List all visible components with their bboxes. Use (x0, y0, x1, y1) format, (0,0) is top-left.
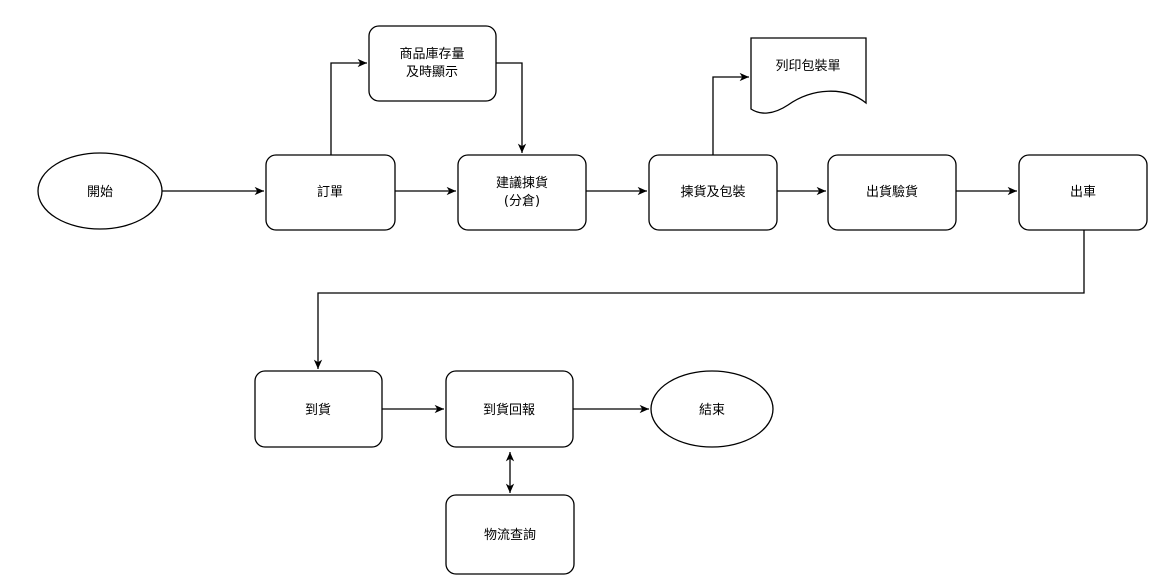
inspect-box (827, 154, 957, 231)
ship-label: 出車 (1070, 185, 1096, 200)
suggest-pick-label-line2: (分倉) (504, 194, 540, 209)
edge-pick-print (712, 72, 749, 155)
order-label: 訂單 (317, 184, 343, 200)
pick-pack-box (648, 154, 778, 231)
start-label: 開始 (87, 185, 113, 200)
report-box (445, 370, 574, 448)
tracking-box (445, 494, 575, 575)
edge-order-inventory (330, 58, 367, 155)
inventory-label-line1: 商品庫存量 (399, 47, 464, 62)
inventory-label-line2: 及時顯示 (406, 65, 458, 80)
suggest-pick-box (457, 154, 587, 231)
print-document-label: 列印包裝單 (775, 59, 840, 74)
inspect-label: 出貨驗貨 (866, 184, 918, 200)
tracking-label: 物流查詢 (484, 527, 536, 543)
end-terminal (650, 370, 774, 448)
arrive-box (254, 370, 383, 448)
arrive-label: 到貨 (305, 402, 331, 418)
edge-ship-arrive (313, 230, 1085, 369)
end-label: 結束 (699, 403, 725, 418)
ship-box (1018, 154, 1148, 231)
edge-inventory-suggest (496, 62, 527, 153)
suggest-pick-label-line1: 建議揀貨 (496, 175, 548, 191)
pick-pack-label: 揀貨及包裝 (680, 184, 745, 200)
report-label: 到貨回報 (483, 402, 535, 418)
start-terminal (37, 152, 163, 230)
print-document-shape (750, 37, 867, 114)
inventory-box (368, 25, 497, 102)
order-box (265, 154, 396, 231)
